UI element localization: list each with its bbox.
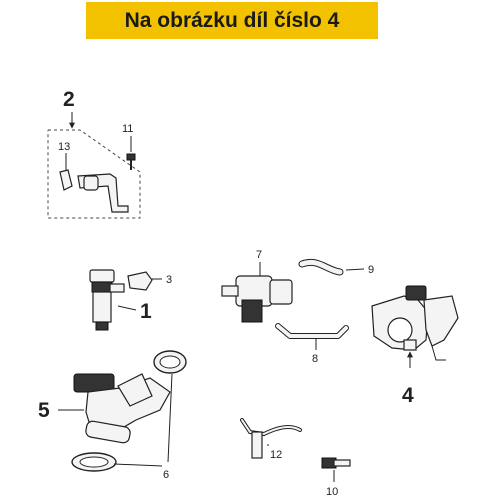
bracket-12: 12 — [240, 418, 302, 461]
leader-6a — [167, 373, 173, 463]
label-6: 6 — [163, 469, 169, 481]
label-10: 10 — [326, 486, 338, 498]
label-9: 9 — [368, 264, 374, 276]
clamp-6-top-inner — [159, 355, 181, 369]
injector-ring — [91, 281, 113, 293]
throttle-body-4: 4 — [371, 285, 459, 407]
label-5: 5 — [38, 399, 50, 422]
sensor-7-plug — [221, 285, 239, 297]
tube-8: 8 — [275, 323, 349, 365]
screw-11-head — [126, 153, 136, 161]
intake-outlet — [85, 420, 131, 444]
header-banner: Na obrázku díl číslo 4 — [86, 2, 378, 39]
bracket-12-fill — [241, 419, 301, 436]
leader-1 — [117, 305, 137, 311]
intake-neck — [117, 373, 153, 407]
throttle-bore — [387, 317, 413, 343]
clamps-6: 6 — [71, 350, 187, 481]
label-8: 8 — [312, 353, 318, 365]
throttle-sensor — [405, 285, 427, 301]
injector-nozzle — [95, 321, 109, 331]
leader-6b — [113, 463, 163, 467]
injector-body — [92, 291, 112, 323]
label-7: 7 — [256, 249, 262, 261]
leader-9 — [345, 268, 365, 271]
clip-13 — [59, 169, 73, 191]
label-2: 2 — [63, 88, 75, 111]
clamp-6-bottom-inner — [79, 456, 109, 468]
injector-top — [89, 269, 115, 283]
clip-3-shape — [127, 271, 153, 291]
label-13: 13 — [58, 141, 70, 153]
clip-3: 3 — [127, 271, 172, 291]
sensor-7: 7 — [221, 249, 293, 323]
throttle-linkage — [423, 295, 459, 347]
hose-9: 9 — [298, 258, 374, 276]
bolt-10: 10 — [321, 457, 351, 498]
tube-8-fill — [276, 324, 348, 338]
label-4: 4 — [402, 384, 414, 407]
injector-connector — [109, 283, 125, 293]
label-12: 12 — [270, 449, 282, 461]
sensor-body — [83, 175, 99, 191]
hose-9-fill — [299, 259, 343, 275]
header-title: Na obrázku díl číslo 4 — [124, 8, 340, 32]
label-1: 1 — [140, 300, 152, 323]
throttle-bracket — [431, 345, 446, 361]
sensor-7-connector — [241, 299, 263, 323]
intake-5: 5 — [38, 373, 171, 444]
label-3: 3 — [166, 274, 172, 286]
bracket-12-leg — [251, 431, 263, 459]
injector-1: 1 — [89, 269, 152, 331]
label-11: 11 — [122, 123, 133, 135]
bolt-10-shaft — [333, 459, 351, 467]
kit-dashed-box — [47, 129, 141, 219]
throttle-tab — [403, 339, 417, 351]
group-2-kit: 2 13 11 — [47, 88, 141, 219]
sensor-7-head — [269, 279, 293, 305]
